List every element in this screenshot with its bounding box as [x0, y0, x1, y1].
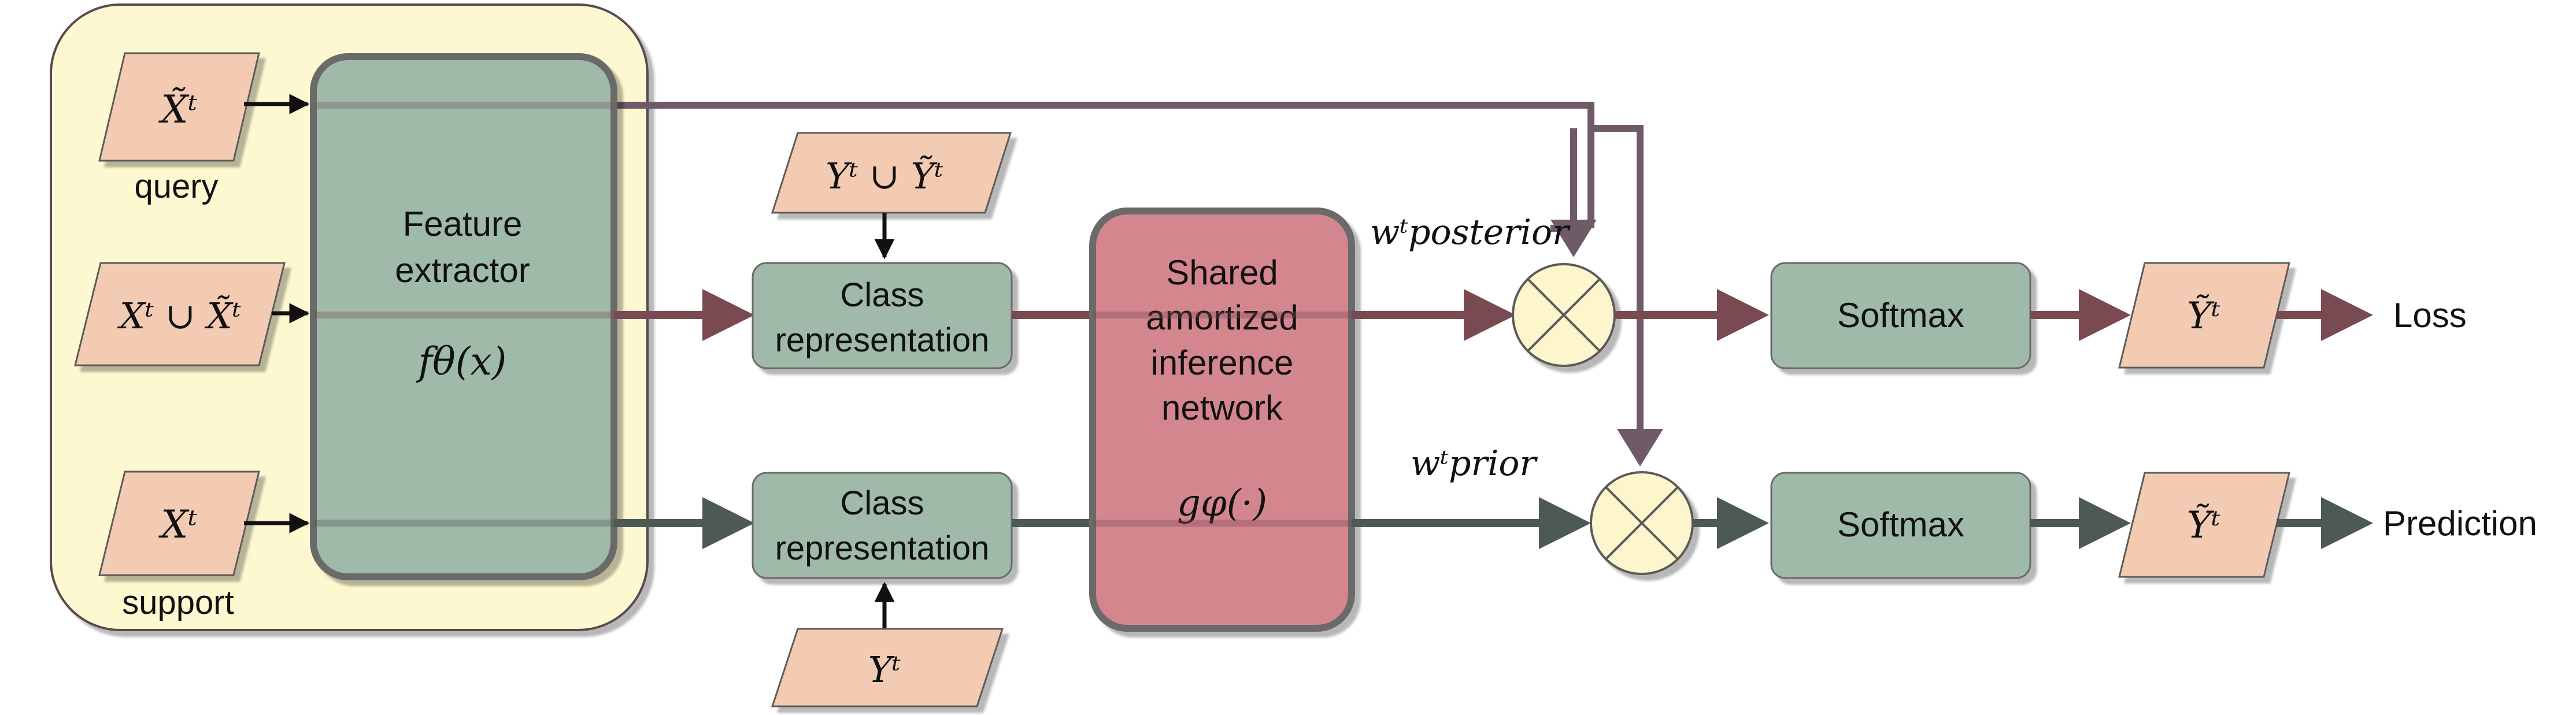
union-input: Xᵗ ∪ X̃ᵗ	[74, 262, 286, 366]
weight-prior-label: wᵗprior	[1411, 443, 1538, 484]
posterior-skip-arrowhead	[1550, 220, 1597, 257]
fe-to-classrep-top-arrow	[702, 289, 754, 341]
labels-bottom-symbol: Yᵗ	[868, 649, 901, 691]
support-input: Xᵗ	[98, 471, 260, 576]
inference-to-multiply-bottom-arrow	[1539, 497, 1591, 549]
softmax-to-output-bottom-arrow	[2079, 497, 2131, 549]
feature-extractor-formula: fθ(x)	[416, 339, 507, 384]
multiply-to-softmax-bottom-arrow	[1717, 497, 1769, 549]
query-label: query	[134, 168, 218, 205]
softmax-to-output-top-arrow	[2079, 289, 2131, 341]
output-top: Ỹᵗ	[2118, 262, 2290, 369]
feature-extractor-title-1: Feature	[403, 205, 523, 243]
feature-extractor: Feature extractor fθ(x)	[310, 53, 617, 580]
softmax-top: Softmax	[1770, 262, 2031, 369]
inference-network: Shared amortized inference network gφ(·)	[1089, 208, 1355, 632]
class-rep-top-line2: representation	[775, 321, 990, 359]
class-representation-bottom: Class representation	[752, 472, 1013, 579]
inference-line1: Shared	[1166, 253, 1278, 292]
support-label: support	[122, 584, 234, 621]
softmax-top-label: Softmax	[1837, 296, 1964, 335]
labels-bottom: Yᵗ	[771, 628, 1004, 707]
softmax-bottom-label: Softmax	[1837, 505, 1964, 544]
multiply-node-top	[1512, 263, 1616, 367]
inference-to-multiply-top-arrow	[1464, 289, 1516, 341]
union-symbol: Xᵗ ∪ X̃ᵗ	[117, 295, 241, 337]
fe-to-classrep-bottom-arrow	[702, 497, 754, 549]
support-symbol: Xᵗ	[158, 502, 197, 547]
output-bottom: Ỹᵗ	[2118, 472, 2290, 578]
query-symbol: X̃ᵗ	[158, 87, 197, 132]
labels-top-symbol: Yᵗ ∪ Ỹᵗ	[826, 155, 943, 197]
output-to-loss-arrow	[2321, 289, 2373, 341]
class-representation-top: Class representation	[752, 262, 1013, 369]
query-input: X̃ᵗ	[98, 52, 260, 162]
multiply-node-bottom	[1590, 471, 1694, 575]
output-top-symbol: Ỹᵗ	[2187, 294, 2220, 338]
posterior-skip-line	[614, 102, 1594, 228]
class-rep-top-line1: Class	[840, 276, 924, 314]
prediction-label: Prediction	[2383, 504, 2537, 543]
inference-line2: amortized	[1146, 298, 1298, 337]
prior-skip-line	[1587, 105, 1644, 429]
softmax-bottom: Softmax	[1770, 472, 2031, 579]
inference-formula: gφ(·)	[1177, 482, 1267, 525]
output-bottom-symbol: Ỹᵗ	[2187, 503, 2220, 547]
loss-label: Loss	[2393, 296, 2467, 335]
feature-extractor-title-2: extractor	[395, 251, 530, 290]
output-to-prediction-arrow	[2321, 497, 2373, 549]
labels-top: Yᵗ ∪ Ỹᵗ	[771, 132, 1012, 214]
prior-skip-arrowhead	[1617, 429, 1663, 466]
class-rep-bottom-line2: representation	[775, 529, 990, 567]
inference-line3: inference	[1151, 343, 1294, 382]
inference-line4: network	[1161, 388, 1283, 427]
weight-posterior-label: wᵗposterior	[1370, 212, 1571, 253]
class-rep-bottom-line1: Class	[840, 484, 924, 522]
multiply-to-softmax-top-arrow	[1717, 289, 1769, 341]
